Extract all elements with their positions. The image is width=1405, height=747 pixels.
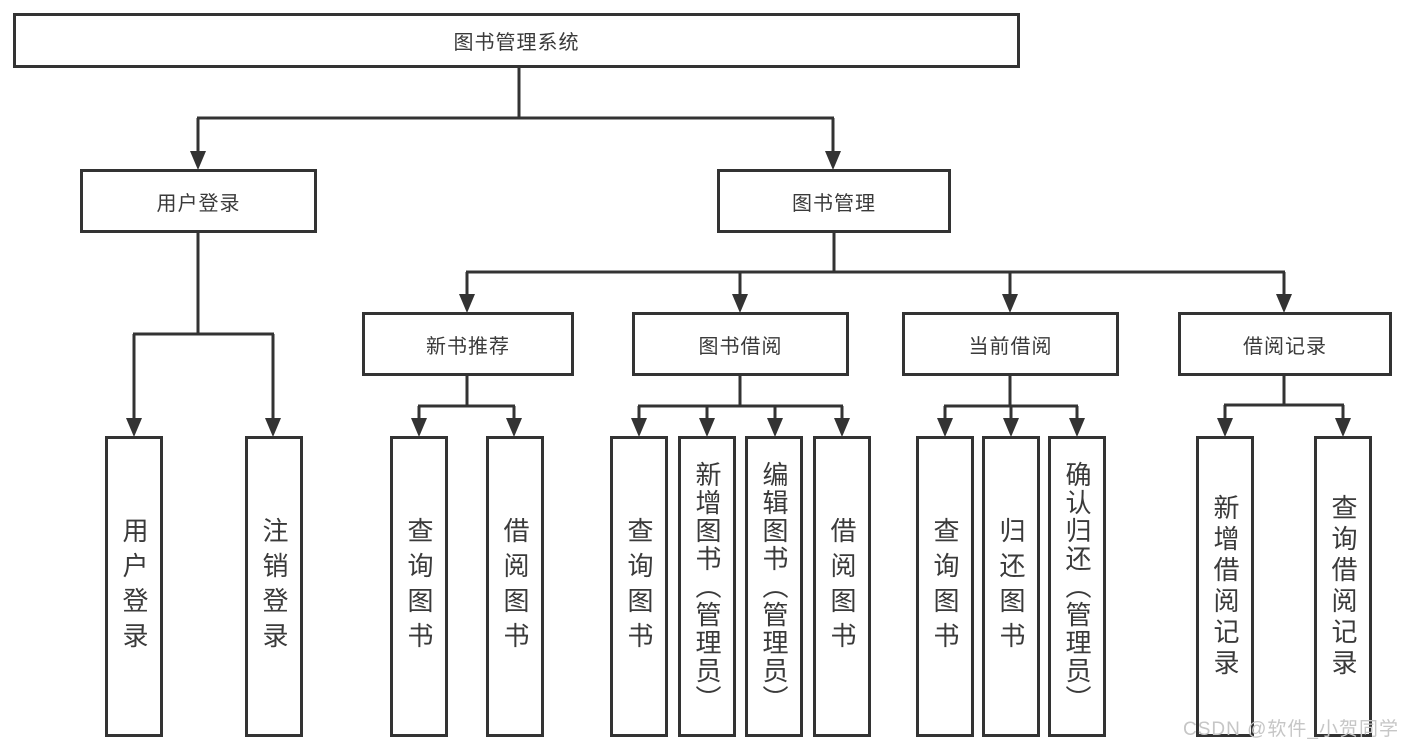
node-label: 图书管理 bbox=[792, 192, 876, 215]
connector-borrow-records bbox=[1223, 375, 1345, 420]
node-user-login: 用户登录 bbox=[80, 169, 317, 233]
node-label: 查询图书 bbox=[404, 516, 434, 657]
node-label: 归还图书 bbox=[996, 516, 1026, 657]
node-label: 新增借阅记录 bbox=[1210, 493, 1240, 680]
node-label: 新书推荐 bbox=[426, 335, 510, 358]
node-label: 查询图书 bbox=[930, 516, 960, 657]
node-label: 图书借阅 bbox=[698, 335, 783, 358]
connector-user-login bbox=[132, 232, 275, 420]
leaf-query-books-current: 查询图书 bbox=[916, 436, 974, 737]
leaf-confirm-return-admin: 确认归还（管理员） bbox=[1048, 436, 1106, 737]
leaf-logout: 注销登录 bbox=[245, 436, 303, 737]
connector-new-book-recommend bbox=[417, 375, 516, 420]
connector-current-borrow bbox=[943, 375, 1079, 420]
leaf-user-login: 用户登录 bbox=[105, 436, 163, 737]
node-borrow-records: 借阅记录 bbox=[1178, 312, 1392, 376]
node-label: 注销登录 bbox=[259, 516, 289, 657]
connector-book-management bbox=[465, 232, 1286, 296]
connector-book-borrow bbox=[637, 375, 844, 420]
node-label: 用户登录 bbox=[156, 192, 241, 215]
leaf-query-books-recommend: 查询图书 bbox=[390, 436, 448, 737]
node-label: 借阅图书 bbox=[827, 516, 857, 657]
leaf-add-book-admin: 新增图书（管理员） bbox=[678, 436, 736, 737]
node-label: 查询图书 bbox=[624, 516, 654, 657]
node-label: 查询借阅记录 bbox=[1328, 493, 1358, 680]
leaf-borrow-books: 借阅图书 bbox=[813, 436, 871, 737]
node-library-management-system: 图书管理系统 bbox=[13, 13, 1020, 68]
node-label: 确认归还（管理员） bbox=[1062, 460, 1092, 713]
node-book-borrow: 图书借阅 bbox=[632, 312, 849, 376]
node-label: 借阅图书 bbox=[500, 516, 530, 657]
node-new-book-recommend: 新书推荐 bbox=[362, 312, 574, 376]
node-label: 当前借阅 bbox=[968, 335, 1053, 358]
arrowheads bbox=[126, 151, 1351, 437]
node-current-borrow: 当前借阅 bbox=[902, 312, 1119, 376]
leaf-return-books: 归还图书 bbox=[982, 436, 1040, 737]
leaf-query-books-borrow: 查询图书 bbox=[610, 436, 668, 737]
connector-root bbox=[196, 68, 835, 152]
node-label: 编辑图书（管理员） bbox=[759, 460, 789, 713]
node-book-management: 图书管理 bbox=[717, 169, 951, 233]
leaf-query-borrow-record: 查询借阅记录 bbox=[1314, 436, 1372, 737]
watermark: CSDN @软件_小贺同学 bbox=[1183, 719, 1399, 740]
leaf-borrow-books-recommend: 借阅图书 bbox=[486, 436, 544, 737]
node-label: 借阅记录 bbox=[1243, 335, 1327, 358]
leaf-edit-book-admin: 编辑图书（管理员） bbox=[745, 436, 803, 737]
node-label: 新增图书（管理员） bbox=[692, 460, 722, 713]
leaf-add-borrow-record: 新增借阅记录 bbox=[1196, 436, 1254, 737]
node-label: 用户登录 bbox=[119, 516, 149, 657]
node-label: 图书管理系统 bbox=[453, 32, 580, 54]
